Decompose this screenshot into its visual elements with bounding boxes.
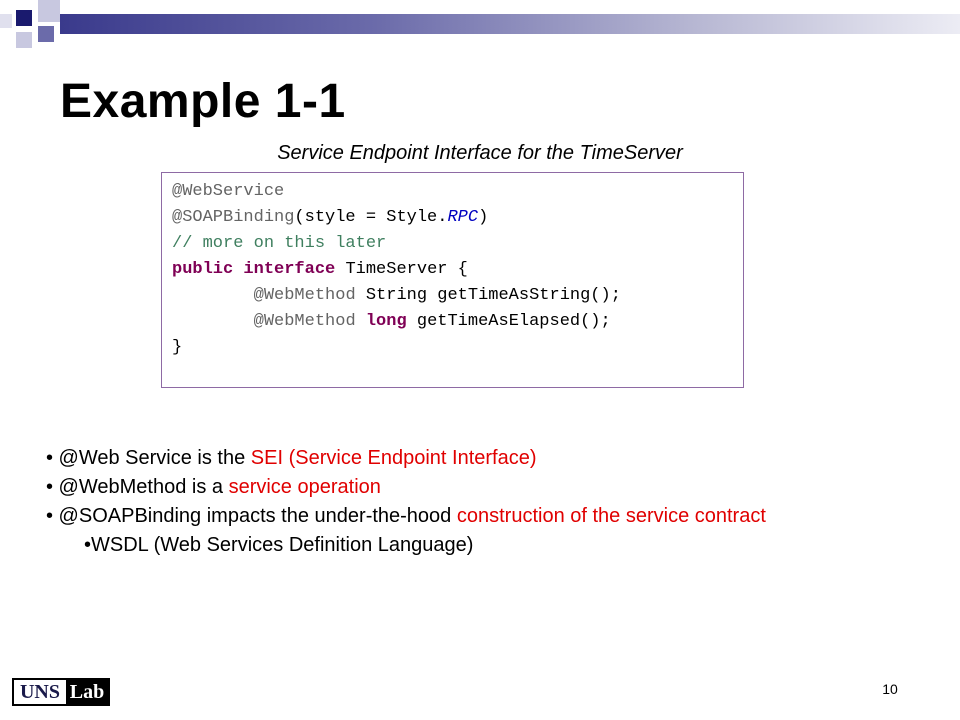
uns-lab-logo: UNS Lab: [12, 678, 110, 706]
code-text: getTimeAsElapsed();: [406, 312, 611, 331]
code-constant: RPC: [447, 208, 479, 227]
bullet-item: • @SOAPBinding impacts the under-the-hoo…: [46, 502, 766, 531]
header-square: [38, 26, 54, 42]
code-indent: [172, 312, 254, 331]
bullet-text: •WSDL (Web Services Definition Language): [84, 534, 474, 556]
code-text: [356, 312, 366, 331]
code-keyword: interface: [243, 260, 336, 279]
code-text: (style = Style.: [294, 208, 448, 227]
bullet-highlight: construction of the service contract: [456, 505, 766, 527]
code-caption: Service Endpoint Interface for the TimeS…: [277, 142, 683, 164]
code-annotation: @WebService: [172, 182, 285, 201]
bullet-text: • @WebMethod is a: [46, 476, 229, 498]
sub-bullet-item: •WSDL (Web Services Definition Language): [46, 531, 766, 560]
code-block: @WebService @SOAPBinding(style = Style.R…: [161, 172, 744, 388]
header-square: [0, 14, 12, 28]
logo-part-lab: Lab: [66, 680, 108, 704]
bullet-highlight: SEI (Service Endpoint Interface): [250, 447, 537, 469]
code-text: TimeServer {: [335, 260, 468, 279]
code-keyword: public: [172, 260, 234, 279]
code-annotation: @SOAPBinding: [172, 208, 295, 227]
bullet-list: • @Web Service is the SEI (Service Endpo…: [46, 444, 766, 560]
header-square: [16, 10, 32, 26]
slide-title: Example 1-1: [60, 75, 346, 128]
code-annotation: @WebMethod: [253, 312, 356, 331]
logo-part-uns: UNS: [14, 680, 66, 704]
bullet-text: • @SOAPBinding impacts the under-the-hoo…: [46, 505, 457, 527]
code-line: public interface TimeServer {: [172, 257, 743, 283]
code-keyword: long: [365, 312, 407, 331]
code-indent: [172, 286, 254, 305]
bullet-item: • @WebMethod is a service operation: [46, 473, 766, 502]
bullet-text: • @Web Service is the: [46, 447, 251, 469]
code-comment: // more on this later: [172, 234, 387, 253]
bullet-item: • @Web Service is the SEI (Service Endpo…: [46, 444, 766, 473]
code-text: }: [172, 338, 183, 357]
code-line: @SOAPBinding(style = Style.RPC): [172, 205, 743, 231]
code-annotation: @WebMethod: [253, 286, 356, 305]
bullet-highlight: service operation: [228, 476, 381, 498]
code-text: ): [478, 208, 489, 227]
code-line: // more on this later: [172, 231, 743, 257]
page-number: 10: [882, 681, 898, 697]
header-square: [38, 0, 60, 22]
code-line: @WebMethod String getTimeAsString();: [172, 283, 743, 309]
header-gradient-bar: [60, 14, 960, 34]
code-text: [233, 260, 243, 279]
code-line: @WebMethod long getTimeAsElapsed();: [172, 309, 743, 335]
code-line: @WebService: [172, 179, 743, 205]
header-square: [16, 32, 32, 48]
code-line: }: [172, 335, 743, 361]
code-text: String getTimeAsString();: [355, 286, 621, 305]
